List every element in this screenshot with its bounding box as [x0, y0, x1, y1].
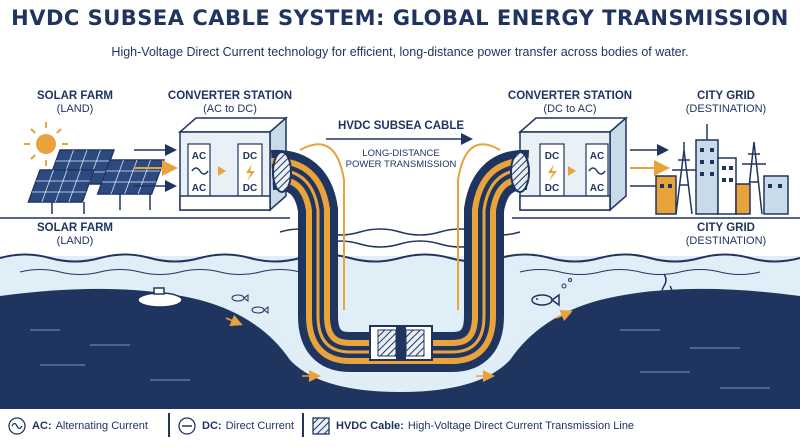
legend-term: DC: — [202, 420, 222, 432]
hatched-cable-icon — [312, 417, 330, 435]
legend-desc: Alternating Current — [55, 420, 148, 432]
right-station-label: CONVERTER STATION (DC to AC) — [500, 90, 640, 116]
fish-icon — [531, 293, 560, 307]
solar-farm-label: SOLAR FARM (LAND) — [20, 90, 130, 116]
city-grid-sub: (DESTINATION) — [685, 103, 767, 115]
sea — [0, 228, 800, 408]
cable-label: HVDC SUBSEA CABLE — [316, 120, 486, 133]
solar-farm-sub: (LAND) — [56, 235, 94, 247]
legend-term: HVDC Cable: — [336, 420, 404, 432]
city-grid-label: CITY GRID (DESTINATION) — [666, 90, 786, 116]
building-icon — [655, 175, 677, 215]
fish-icon — [251, 306, 269, 314]
cable-note-line-1: LONG-DISTANCE — [362, 148, 440, 159]
city-grid-label-lower: CITY GRID (DESTINATION) — [666, 222, 786, 248]
left-station-sub: (AC to DC) — [203, 103, 257, 115]
cable-name: HVDC SUBSEA CABLE — [337, 120, 465, 132]
solar-panel-icon — [27, 169, 96, 203]
seabed-texture — [30, 329, 770, 389]
wave-line — [19, 269, 301, 275]
wave-line — [519, 269, 761, 275]
right-out-bottom-text: AC — [589, 183, 605, 194]
seaweed-icon — [661, 273, 677, 301]
input-flow-arrows — [134, 144, 178, 192]
right-station-sub: (DC to AC) — [543, 103, 597, 115]
lightning-icon — [548, 164, 557, 181]
legend-term: AC: — [32, 420, 52, 432]
dc-line-icon — [178, 417, 196, 435]
page-title: HVDC SUBSEA CABLE SYSTEM: GLOBAL ENERGY … — [11, 6, 789, 30]
left-out-bottom-text: DC — [242, 183, 258, 194]
ac-wave-icon — [191, 167, 209, 175]
conversion-arrow-icon — [568, 166, 576, 176]
building-windows — [660, 148, 782, 188]
solar-farm-sub: (LAND) — [56, 103, 94, 115]
solar-farm-name: SOLAR FARM — [36, 222, 114, 234]
sea-surface-wave — [0, 253, 800, 263]
legend-desc: High-Voltage Direct Current Transmission… — [407, 420, 635, 432]
right-out-top-text: AC — [589, 151, 605, 162]
city-grid-sub: (DESTINATION) — [685, 235, 767, 247]
marine-life — [130, 273, 677, 382]
legend-item-ac: AC: Alternating Current — [8, 417, 148, 435]
cable-end-cap — [272, 151, 292, 193]
submarine-icon — [130, 287, 183, 308]
building-icon — [735, 183, 751, 215]
legend-desc: Direct Current — [225, 420, 295, 432]
converter-station-right — [518, 116, 628, 212]
left-in-bottom-text: AC — [191, 183, 207, 194]
cable-end-cap — [510, 151, 530, 193]
building-icon — [695, 139, 719, 215]
cable-note-line-2: POWER TRANSMISSION — [345, 159, 457, 170]
solar-farm-label-lower: SOLAR FARM (LAND) — [20, 222, 130, 248]
cable-note: LONG-DISTANCE POWER TRANSMISSION — [326, 148, 476, 170]
conversion-arrow-icon — [218, 166, 226, 176]
panel-stands — [51, 194, 151, 214]
building-icon — [763, 175, 789, 215]
right-station-name: CONVERTER STATION — [507, 90, 633, 102]
legend-divider — [168, 413, 170, 437]
solar-farm-name: SOLAR FARM — [36, 90, 114, 102]
solar-panel-icon — [96, 159, 166, 195]
page-subtitle: High-Voltage Direct Current technology f… — [111, 45, 689, 59]
fish-icon — [231, 294, 249, 302]
ac-wave-icon — [8, 417, 26, 435]
city-grid-name: CITY GRID — [697, 222, 755, 234]
transmission-tower-icon — [672, 142, 696, 215]
ac-wave-icon — [588, 167, 606, 175]
right-in-bottom-text: DC — [544, 183, 560, 194]
legend-divider — [302, 413, 304, 437]
seabed — [0, 288, 800, 408]
legend-item-hvdc: HVDC Cable: High-Voltage Direct Current … — [312, 417, 634, 435]
left-in-top-text: AC — [191, 151, 207, 162]
left-station-name: CONVERTER STATION — [167, 90, 293, 102]
city-grid — [655, 124, 789, 215]
lightning-icon — [246, 164, 255, 181]
left-out-top-text: DC — [242, 151, 258, 162]
legend-item-dc: DC: Direct Current — [178, 417, 294, 435]
left-station-label: CONVERTER STATION (AC to DC) — [160, 90, 300, 116]
sun-icon — [24, 122, 68, 166]
right-in-top-text: DC — [544, 151, 560, 162]
current-arrows — [225, 310, 573, 382]
city-grid-name: CITY GRID — [697, 90, 755, 102]
hvdc-cable — [271, 143, 530, 372]
building-icon — [717, 157, 737, 215]
fish-icon — [595, 300, 613, 308]
legend: AC: Alternating Current DC: Direct Curre… — [0, 408, 800, 439]
converter-station-left — [178, 116, 288, 212]
wave-line — [319, 240, 481, 248]
bubbles — [561, 278, 572, 289]
